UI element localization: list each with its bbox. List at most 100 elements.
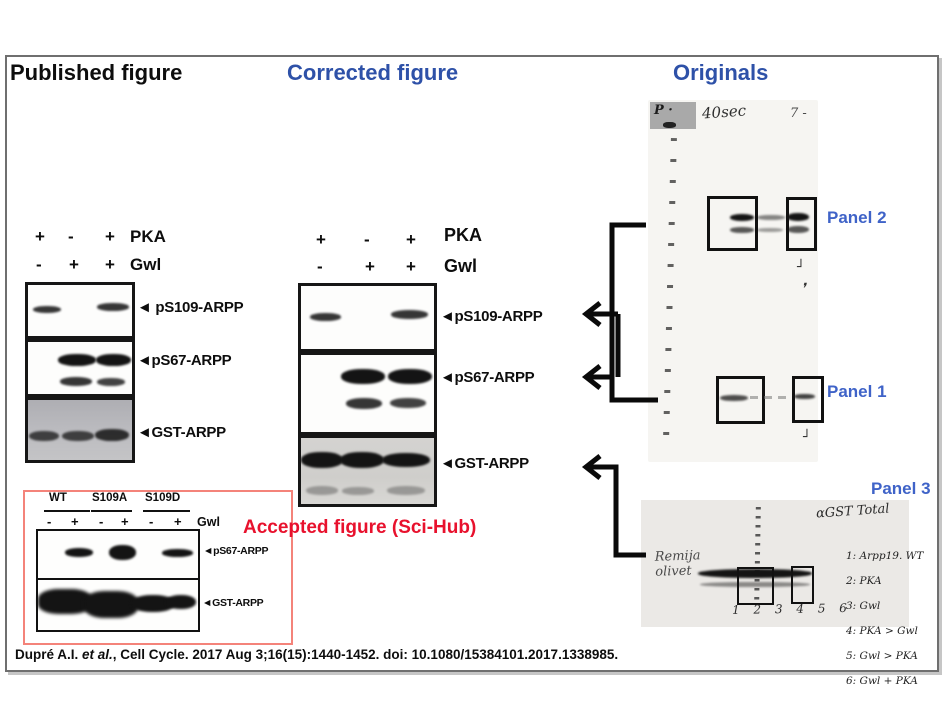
band xyxy=(33,306,61,313)
panel1-label: Panel 1 xyxy=(827,382,887,401)
citation: Dupré A.I. et al., Cell Cycle. 2017 Aug … xyxy=(15,647,618,662)
cor-ps109-label: ◄pS109-ARPP xyxy=(440,308,543,325)
band xyxy=(700,582,810,587)
cor-pka-sign-3: + xyxy=(406,230,416,249)
panel1-roi-right xyxy=(792,376,824,423)
film2-legend-line: 6: Gwl + PKA xyxy=(846,674,918,687)
cor-blot-gst xyxy=(298,435,437,507)
band xyxy=(787,226,809,233)
cor-gwl-sign-1: - xyxy=(317,257,323,276)
pub-gwl-sign-3: + xyxy=(105,255,115,274)
band xyxy=(95,429,129,441)
panel2-label: Panel 2 xyxy=(827,208,887,227)
citation-rest: , Cell Cycle. 2017 Aug 3;16(15):1440-145… xyxy=(112,647,619,662)
group-underline xyxy=(143,510,190,512)
band xyxy=(341,369,385,384)
band xyxy=(97,378,125,386)
band xyxy=(387,486,425,495)
cor-pka-sign-2: - xyxy=(364,230,370,249)
band xyxy=(62,431,94,441)
film1-exposure-note: 40sec xyxy=(701,101,747,123)
film2-lane-numbers: 1 2 3 4 5 6 xyxy=(731,600,853,618)
group-label-s109d: S109D xyxy=(145,492,181,504)
band xyxy=(97,303,129,311)
pub-gwl-label: Gwl xyxy=(130,255,162,274)
panel1-roi-left xyxy=(716,376,765,424)
panel3-label: Panel 3 xyxy=(871,479,931,498)
acc-gst-label: ◄GST-ARPP xyxy=(202,597,264,609)
cor-gst-label: ◄GST-ARPP xyxy=(440,455,529,472)
panel2-roi-right xyxy=(786,197,817,251)
pub-pka-sign-1: + xyxy=(35,227,45,246)
band xyxy=(757,215,785,220)
group-underline xyxy=(91,510,132,512)
film2-legend-line: 5: Gwl > PKA xyxy=(846,649,918,662)
panel2-roi-left xyxy=(707,196,758,251)
band xyxy=(60,377,92,386)
cor-gwl-sign-3: + xyxy=(406,257,416,276)
group-label-s109a: S109A xyxy=(92,492,128,504)
film2-legend: 1: Arpp19. WT 2: PKA 3: Gwl 4: PKA > Gwl… xyxy=(846,537,923,700)
band xyxy=(306,486,338,495)
film1-top-right-mark: 7 - xyxy=(790,106,807,121)
film2-legend-line: 4: PKA > Gwl xyxy=(846,624,918,637)
band xyxy=(166,595,196,609)
band xyxy=(730,214,754,221)
pub-ps67-label: ◄pS67-ARPP xyxy=(137,352,232,369)
published-figure-heading: Published figure xyxy=(10,60,183,85)
film2-legend-line: 1: Arpp19. WT xyxy=(846,549,924,562)
acc-ps67-label: ◄pS67-ARPP xyxy=(203,545,269,557)
band xyxy=(29,431,59,441)
citation-prefix: Dupré A.I. xyxy=(15,647,83,662)
film2-legend-line: 2: PKA xyxy=(846,574,882,587)
film1-corner-mark: P · xyxy=(654,103,673,118)
panel3-roi-left xyxy=(737,567,774,605)
band xyxy=(342,487,374,495)
accepted-figure-red-box xyxy=(23,490,293,645)
band xyxy=(757,228,783,232)
band xyxy=(301,452,343,468)
pub-ps109-label: ◄ pS109-ARPP xyxy=(137,299,244,316)
cor-pka-label: PKA xyxy=(444,225,483,245)
acc-gwl-sign: - xyxy=(99,514,104,529)
acc-gwl-sign: + xyxy=(174,514,182,529)
band xyxy=(794,394,815,399)
cor-gwl-label: Gwl xyxy=(444,256,478,276)
band xyxy=(109,545,136,560)
cor-ps67-label: ◄pS67-ARPP xyxy=(440,369,535,386)
band xyxy=(96,354,131,366)
band xyxy=(310,313,341,321)
film2-handwritten-name: Remija olivet xyxy=(654,548,701,580)
band xyxy=(730,227,754,233)
acc-gwl-sign: - xyxy=(47,514,52,529)
cor-gwl-sign-2: + xyxy=(365,257,375,276)
pub-gst-label: ◄GST-ARPP xyxy=(137,424,226,441)
pub-pka-sign-2: - xyxy=(68,227,74,246)
corrected-figure-heading: Corrected figure xyxy=(287,60,459,85)
band xyxy=(58,354,96,366)
group-label-wt: WT xyxy=(49,492,67,504)
band xyxy=(346,398,382,409)
film1-edge-mark: ┘ xyxy=(797,260,805,275)
cor-blot-ps67 xyxy=(298,352,437,435)
band xyxy=(787,213,809,221)
pub-gwl-sign-1: - xyxy=(36,255,42,274)
film1-corner-dash xyxy=(663,122,676,128)
band xyxy=(382,453,430,467)
citation-etal: et al. xyxy=(82,647,113,662)
pub-gwl-sign-2: + xyxy=(69,255,79,274)
acc-gwl-label: Gwl xyxy=(197,515,220,529)
accepted-figure-title: Accepted figure (Sci-Hub) xyxy=(243,517,477,538)
acc-gwl-sign: + xyxy=(121,514,129,529)
originals-heading: Originals xyxy=(673,60,769,85)
film1-edge-mark: ┘ xyxy=(803,430,811,445)
acc-gwl-sign: + xyxy=(71,514,79,529)
film2-legend-line: 3: Gwl xyxy=(846,599,881,612)
band xyxy=(388,369,432,384)
acc-gwl-sign: - xyxy=(149,514,154,529)
band xyxy=(390,398,426,408)
pub-blot-ps67 xyxy=(25,339,135,397)
group-underline xyxy=(44,510,90,512)
band xyxy=(84,591,138,618)
